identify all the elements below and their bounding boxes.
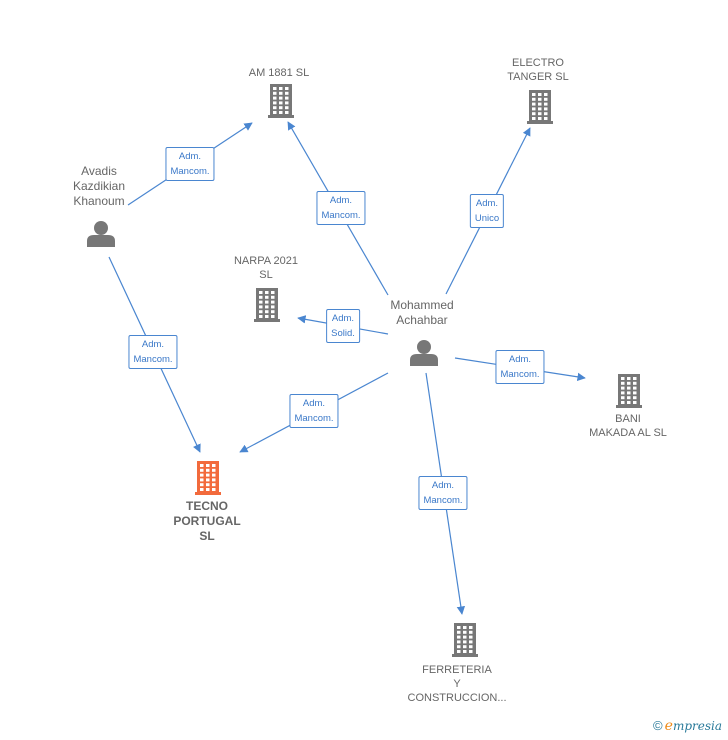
edge-label-mohammed-electro[interactable]: Adm. Unico bbox=[469, 194, 505, 228]
building-icon-tecno[interactable] bbox=[195, 461, 221, 495]
edge-label-mohammed-narpa[interactable]: Adm. Solid. bbox=[326, 309, 360, 343]
edge-label-mohammed-bani[interactable]: Adm. Mancom. bbox=[495, 350, 545, 384]
node-label-ferreteria[interactable]: FERRETERIA Y CONSTRUCCION... bbox=[407, 664, 507, 704]
building-icon-am1881[interactable] bbox=[268, 84, 294, 118]
node-label-narpa[interactable]: NARPA 2021 SL bbox=[233, 255, 299, 281]
edge-label-avadis-tecno[interactable]: Adm. Mancom. bbox=[128, 335, 178, 369]
edge-label-mohammed-tecno[interactable]: Adm. Mancom. bbox=[289, 394, 339, 428]
building-icon-electro[interactable] bbox=[527, 90, 553, 124]
building-icon-bani[interactable] bbox=[616, 374, 642, 408]
brand-watermark: ©empresia bbox=[653, 718, 722, 734]
node-label-mohammed[interactable]: Mohammed Achahbar bbox=[390, 298, 454, 327]
icons-layer bbox=[87, 84, 642, 657]
building-icon-ferreteria[interactable] bbox=[452, 623, 478, 657]
building-icon-narpa[interactable] bbox=[254, 288, 280, 322]
brand-e: e bbox=[664, 718, 673, 734]
node-label-bani[interactable]: BANI MAKADA AL SL bbox=[589, 413, 667, 439]
node-label-am1881[interactable]: AM 1881 SL bbox=[248, 67, 310, 79]
node-label-avadis[interactable]: Avadis Kazdikian Khanoum bbox=[72, 164, 126, 208]
brand-name: mpresia bbox=[672, 719, 722, 733]
edge-label-mohammed-am1881[interactable]: Adm. Mancom. bbox=[316, 191, 366, 225]
node-label-electro[interactable]: ELECTRO TANGER SL bbox=[507, 57, 569, 83]
edge-label-avadis-am1881[interactable]: Adm. Mancom. bbox=[165, 147, 215, 181]
person-icon-avadis[interactable] bbox=[87, 221, 115, 247]
copyright-mark: © bbox=[653, 718, 663, 733]
edge-label-mohammed-ferreteria[interactable]: Adm. Mancom. bbox=[418, 476, 468, 510]
person-icon-mohammed[interactable] bbox=[410, 340, 438, 366]
node-label-tecno[interactable]: TECNO PORTUGAL SL bbox=[173, 499, 241, 543]
